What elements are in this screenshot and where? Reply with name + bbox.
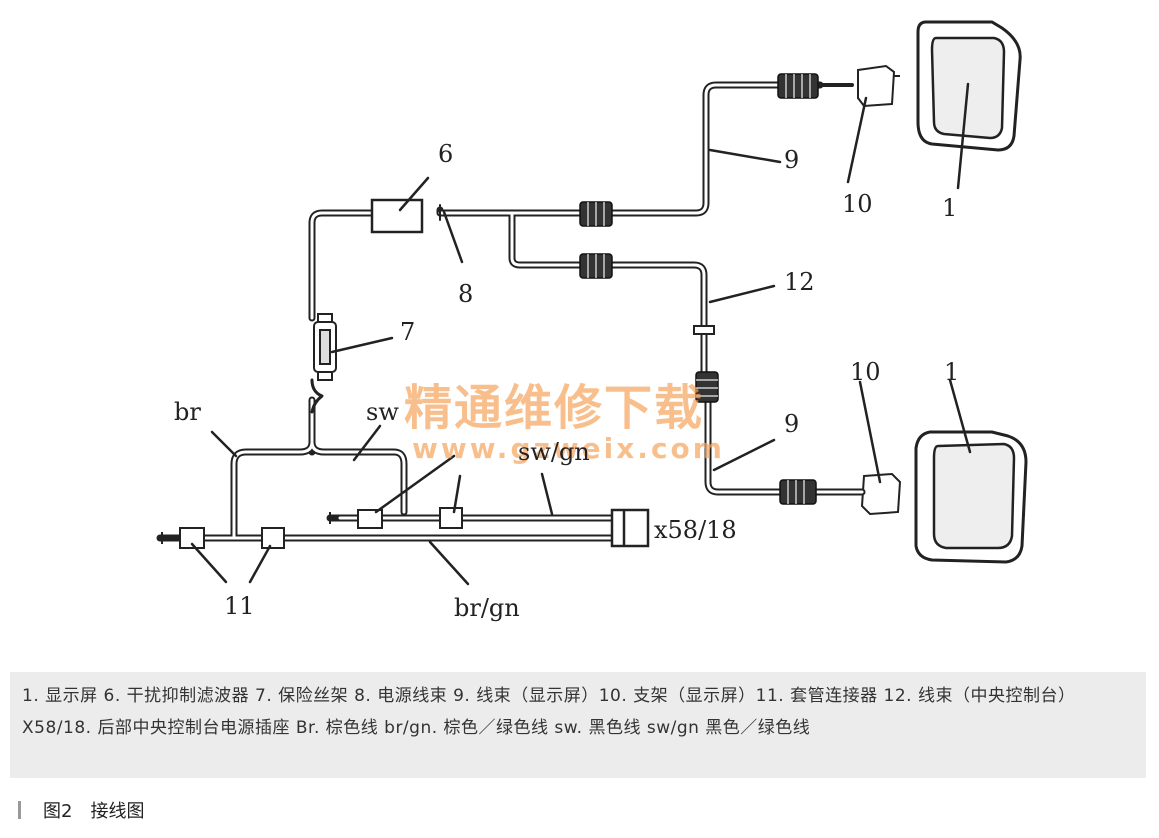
- label-11: 11: [224, 592, 255, 620]
- display-screen-top: [916, 20, 1022, 152]
- sleeve-connector-right: [261, 527, 285, 549]
- label-10-top: 10: [842, 190, 873, 218]
- caption-marker: [18, 801, 21, 819]
- fuse-holder: [313, 313, 337, 381]
- figure-title: 接线图: [90, 801, 145, 822]
- label-8: 8: [458, 280, 473, 308]
- label-6: 6: [438, 140, 453, 168]
- label-1-bottom: 1: [944, 358, 959, 386]
- label-1-top: 1: [942, 194, 957, 222]
- plug-connector-top-display: [777, 73, 819, 99]
- watermark-title: 精通维修下载: [404, 380, 704, 436]
- interference-filter: [370, 198, 424, 234]
- plug-connector-harness-lower: [579, 253, 613, 279]
- wiring-diagram: 精通维修下载 www.gzweix.com 6 8 9 10 1 7 12 9 …: [156, 20, 1028, 622]
- label-sw-gn: sw/gn: [518, 438, 590, 466]
- watermark-url: www.gzweix.com: [412, 432, 725, 465]
- label-br: br: [174, 398, 201, 426]
- label-10-bottom: 10: [850, 358, 881, 386]
- bracket-top: [857, 64, 900, 108]
- leader-lines: [190, 82, 972, 586]
- sleeve-connector-left: [160, 527, 205, 549]
- legend-panel: 1. 显示屏 6. 干扰抑制滤波器 7. 保险丝架 8. 电源线束 9. 线束（…: [10, 672, 1146, 778]
- cable-harness: [156, 81, 866, 542]
- figure-caption: 图2 接线图: [18, 795, 144, 825]
- figure-number: 图2: [43, 801, 73, 822]
- display-screen-bottom: [914, 430, 1028, 564]
- plug-connector-harness-upper: [579, 201, 613, 227]
- label-br-gn: br/gn: [454, 594, 520, 622]
- plug-connector-bottom-display: [779, 479, 817, 505]
- power-socket-x58-18: [610, 508, 650, 548]
- label-x58-18: x58/18: [654, 516, 737, 544]
- label-7: 7: [400, 318, 415, 346]
- label-sw: sw: [366, 398, 399, 426]
- wire-clip-sw: [357, 509, 383, 529]
- label-12: 12: [784, 268, 815, 296]
- bracket-bottom: [860, 472, 902, 516]
- plug-connector-center-console: [695, 371, 719, 403]
- label-9-top: 9: [784, 146, 799, 174]
- legend-text: 1. 显示屏 6. 干扰抑制滤波器 7. 保险丝架 8. 电源线束 9. 线束（…: [22, 686, 1076, 738]
- wire-clip-swgn: [439, 507, 463, 529]
- label-9-bottom: 9: [784, 410, 799, 438]
- harness-clip: [693, 325, 715, 335]
